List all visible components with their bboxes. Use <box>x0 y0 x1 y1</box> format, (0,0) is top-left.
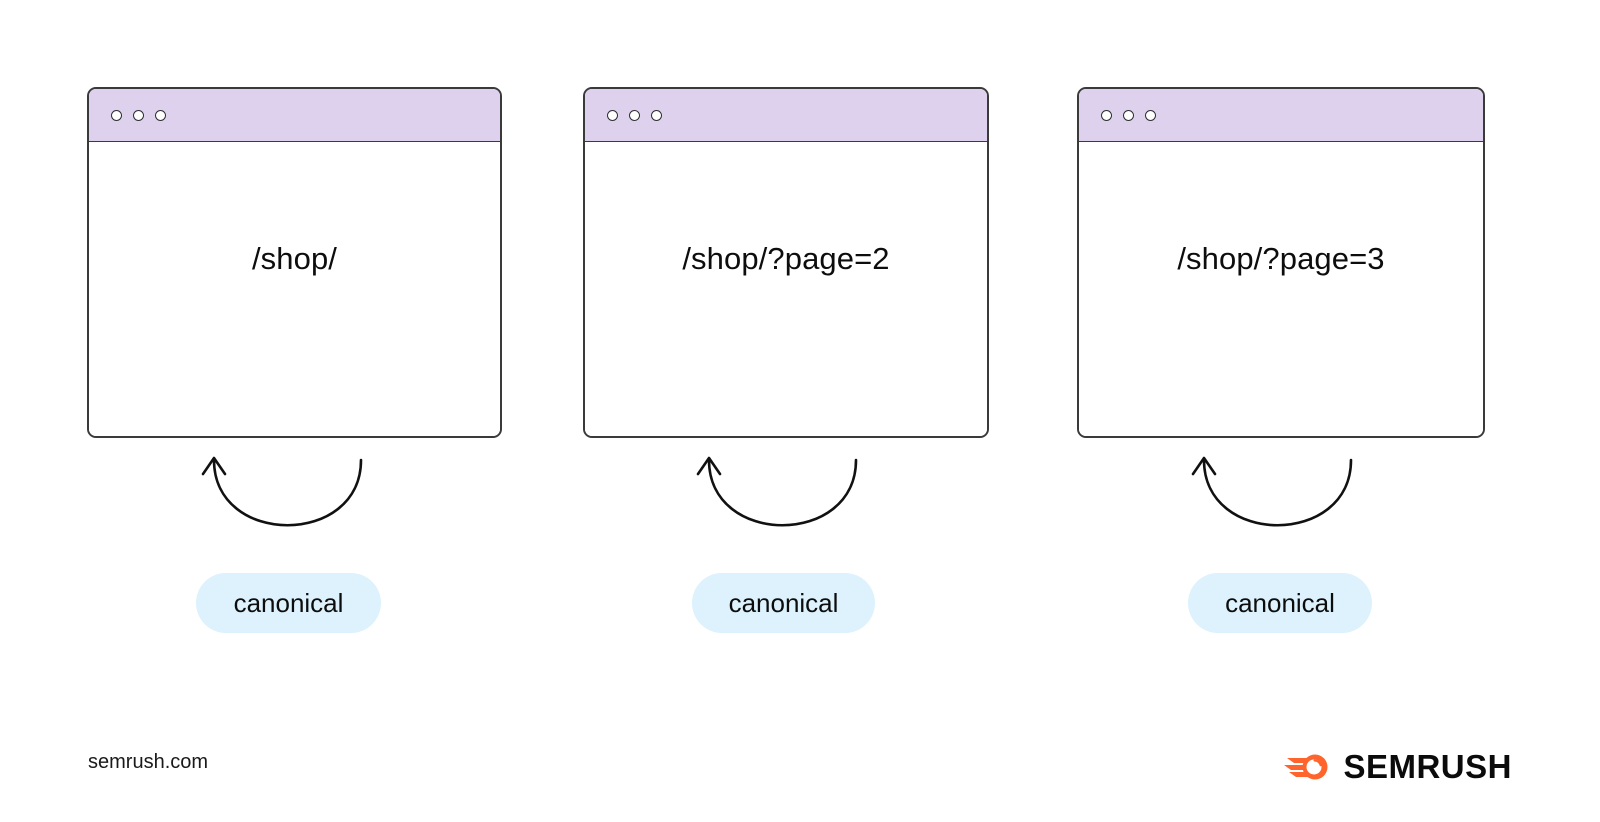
window-dot-icon <box>1123 109 1134 121</box>
traffic-lights-3 <box>1101 109 1156 121</box>
page-url-1: /shop/ <box>251 240 338 276</box>
canonical-badge-3: canonical <box>1188 573 1372 633</box>
canonical-arrow-2 <box>684 452 884 557</box>
browser-title-bar-2 <box>585 89 987 142</box>
semrush-comet-icon <box>1284 754 1328 780</box>
canonical-badge-label-3: canonical <box>1225 588 1335 618</box>
window-dot-icon <box>607 109 618 121</box>
browser-content-3: /shop/?page=3 <box>1079 142 1483 436</box>
semrush-brand-lockup: SEMRUSH <box>1284 746 1512 786</box>
window-dot-icon <box>133 109 144 121</box>
window-dot-icon <box>155 109 166 121</box>
page-url-2: /shop/?page=2 <box>682 240 890 276</box>
window-dot-icon <box>651 109 662 121</box>
canonical-badge-label-1: canonical <box>233 588 344 618</box>
window-dot-icon <box>629 109 640 121</box>
browser-window-3: /shop/?page=3 <box>1077 87 1485 438</box>
canonical-badge-2: canonical <box>692 573 875 633</box>
browser-title-bar-3 <box>1079 89 1483 142</box>
browser-window-1: /shop/ <box>87 87 502 438</box>
page-url-3: /shop/?page=3 <box>1177 240 1385 276</box>
browser-content-1: /shop/ <box>89 142 500 436</box>
window-dot-icon <box>111 109 122 121</box>
canonical-arrow-1 <box>189 452 389 557</box>
source-site-label: semrush.com <box>88 751 209 773</box>
traffic-lights-1 <box>111 109 166 121</box>
browser-content-2: /shop/?page=2 <box>585 142 987 436</box>
canonical-badge-label-2: canonical <box>728 588 839 618</box>
window-dot-icon <box>1145 109 1156 121</box>
window-dot-icon <box>1101 109 1112 121</box>
traffic-lights-2 <box>607 109 662 121</box>
browser-title-bar-1 <box>89 89 500 142</box>
semrush-wordmark: SEMRUSH <box>1343 747 1512 785</box>
canonical-badge-1: canonical <box>196 573 381 633</box>
canonical-arrow-3 <box>1179 452 1379 557</box>
browser-window-2: /shop/?page=2 <box>583 87 989 438</box>
